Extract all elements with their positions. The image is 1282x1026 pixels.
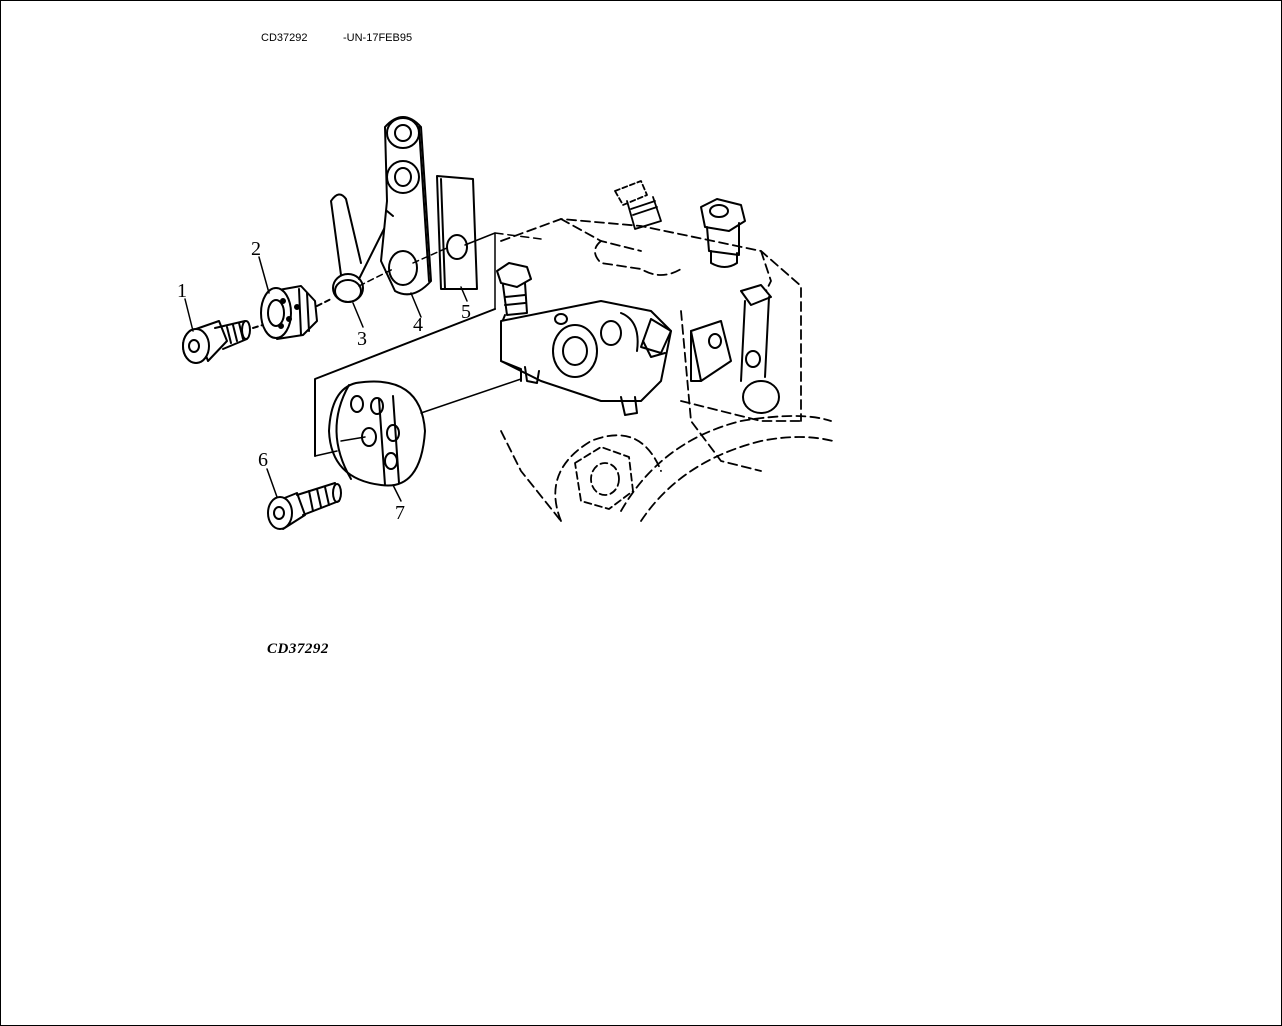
callout-1: 1 [177, 280, 187, 302]
figure-caption: CD37292 [267, 641, 329, 657]
date-code-header: -UN-17FEB95 [343, 32, 413, 44]
cap-screw-1 [182, 320, 270, 364]
figure-id-header: CD37292 [261, 32, 308, 44]
lever-4 [380, 116, 432, 296]
top-bolt [614, 180, 662, 230]
pump-housing [500, 218, 834, 522]
bushing-2 [260, 285, 332, 340]
fitting [700, 198, 746, 268]
callout-4: 4 [413, 314, 423, 336]
callout-2: 2 [251, 238, 261, 260]
callout-5: 5 [461, 301, 471, 323]
callout-7: 7 [395, 502, 405, 524]
leader-lines [184, 256, 468, 502]
governor-bracket [500, 284, 780, 416]
callout-3: 3 [357, 328, 367, 350]
cap-screw-6 [267, 482, 342, 530]
shim-plate-5 [436, 175, 478, 290]
callout-6: 6 [258, 449, 268, 471]
hex-nut [574, 446, 634, 510]
cam-disc-7 [314, 308, 522, 487]
